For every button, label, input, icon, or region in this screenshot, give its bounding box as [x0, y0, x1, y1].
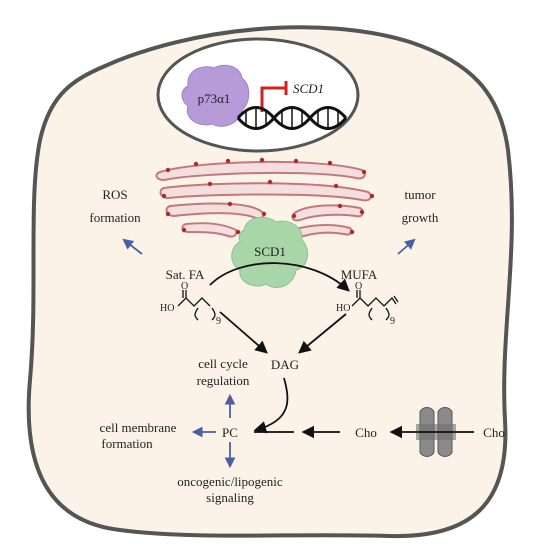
- mufa-ho: HO: [336, 303, 350, 314]
- dag-label: DAG: [271, 357, 299, 372]
- mufa-n: 9: [390, 316, 395, 327]
- scd1-enzyme-icon: [231, 216, 309, 288]
- p73-label: p73α1: [198, 91, 231, 106]
- signaling-label-1: oncogenic/lipogenic: [177, 474, 283, 489]
- satfa-label: Sat. FA: [166, 267, 205, 282]
- tumor-label-1: tumor: [404, 187, 436, 202]
- cho-inner-label: Cho: [355, 425, 377, 440]
- mufa-label: MUFA: [341, 267, 378, 282]
- ros-arrow: [122, 238, 143, 255]
- membrane-label-1: cell membrane: [100, 420, 177, 435]
- mufa-structure-icon: [351, 290, 399, 321]
- tumor-label-2: growth: [402, 210, 439, 225]
- signaling-label-2: signaling: [206, 490, 254, 505]
- ros-label-2: formation: [89, 210, 141, 225]
- satfa-to-dag-arrow: [219, 311, 268, 354]
- scd1-enzyme-label: SCD1: [254, 244, 286, 259]
- sat-fa-structure-icon: [177, 290, 216, 321]
- pc-label: PC: [222, 425, 238, 440]
- dna-helix-icon: [236, 106, 348, 130]
- satfa-ho: HO: [160, 303, 174, 314]
- membrane-label-2: formation: [101, 436, 153, 451]
- mufa-to-dag-arrow: [298, 313, 347, 354]
- cell-cycle-label-2: regulation: [197, 373, 250, 388]
- cell-cycle-label-1: cell cycle: [198, 356, 248, 371]
- cho-outer-label: Cho: [483, 425, 505, 440]
- conversion-arrow: [209, 262, 350, 292]
- tumor-arrow: [397, 238, 416, 255]
- ros-label-1: ROS: [102, 187, 127, 202]
- p73-protein-icon: [181, 64, 250, 127]
- scd1-gene-label: SCD1: [293, 81, 324, 96]
- repression-arrow: [260, 86, 286, 112]
- satfa-n: 9: [216, 316, 221, 327]
- dag-to-pc-arrow: [253, 377, 289, 434]
- mufa-o: O: [355, 281, 362, 292]
- satfa-o: O: [181, 281, 188, 292]
